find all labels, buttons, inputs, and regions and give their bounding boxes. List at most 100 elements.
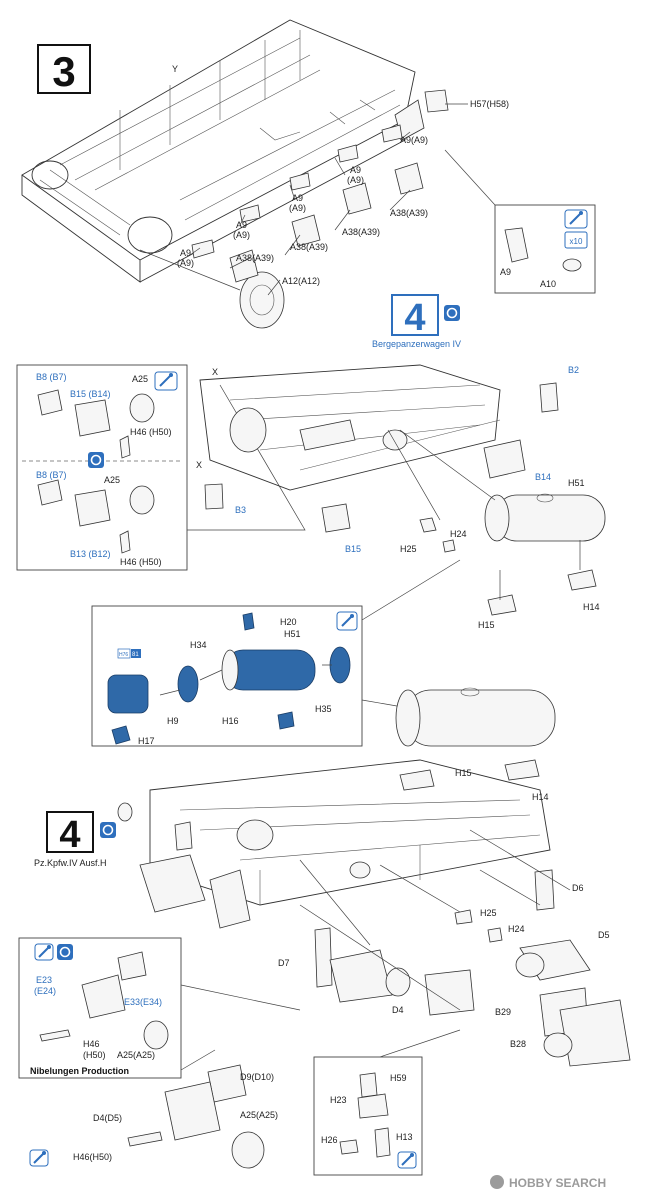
label-D6: D6 [572,883,584,893]
label-A9-4: A9 [236,220,247,230]
glue-icon [34,943,54,961]
label-H24: H24 [450,529,467,539]
label-H25b: H25 [480,908,497,918]
step-4a-badge: 4 Bergepanzerwagen IV [372,294,461,349]
label-H34: H34 [190,640,207,650]
glue-icon [397,1151,417,1169]
label-inset-A9: A9 [500,267,511,277]
count-icon: x10 [564,231,588,249]
label-D4: D4 [392,1005,404,1015]
nibelungen-label: Nibelungen Production [30,1066,129,1076]
muffler-detail-inset: H76 81 H20 H34 H51 H35 H9 H17 H16 [91,559,461,747]
label-A9-2: A9 [350,165,361,175]
step-4b-caption: Pz.Kpfw.IV Ausf.H [34,858,107,868]
label-H50c: (H50) [83,1050,106,1060]
bottom-left-inset-box [18,937,182,1079]
glue-icon [29,1149,49,1167]
label-H9: H9 [167,716,179,726]
option-icon [100,822,116,838]
label-A38-3: A38(A39) [290,242,328,252]
label-B29: B29 [495,1007,511,1017]
step-3-leaders [139,103,496,296]
label-H46a: H46 (H50) [130,427,172,437]
svg-text:x10: x10 [570,237,583,246]
suspension-parts [191,89,449,329]
label-Y: Y [172,64,178,74]
label-A25a: A25 [132,374,148,384]
option-icon [444,305,460,321]
label-D9: D9(D10) [240,1072,274,1082]
hull-drawing [21,19,416,283]
label-H14b: H14 [532,792,549,802]
label-B15a: B15 (B14) [70,389,111,399]
step-4a-number-box [391,294,439,336]
label-A9-4b: (A9) [233,230,250,240]
label-H13: H13 [396,1132,413,1142]
label-A9-2b: (A9) [347,175,364,185]
muffler-4a [484,493,606,542]
label-E23: E23 [36,975,52,985]
label-H51: H51 [568,478,585,488]
label-B3: B3 [235,505,246,515]
label-B15: B15 [345,544,361,554]
label-H15b: H15 [455,768,472,778]
logo-icon [490,1175,504,1189]
label-H15: H15 [478,620,495,630]
label-H20: H20 [280,617,297,627]
option-icon [88,452,104,468]
label-B28: B28 [510,1039,526,1049]
label-X: X [212,367,218,377]
label-H59: H59 [390,1073,407,1083]
label-A38-1: A38(A39) [390,208,428,218]
glue-icon [564,209,588,229]
label-A9-1: A9(A9) [400,135,428,145]
label-A9-5: A9 [180,248,191,258]
bottom-right-inset-box [313,1056,423,1176]
blue-cylinder-H9 [107,674,149,714]
watermark: HOBBY SEARCH [490,1175,606,1190]
label-H35: H35 [315,704,332,714]
glue-icon [154,371,178,391]
label-A25b: A25 [104,475,120,485]
label-A25c: A25(A25) [117,1050,155,1060]
label-A38-4: A38(A39) [236,253,274,263]
label-A9-3b: (A9) [289,203,306,213]
label-D7: D7 [278,958,290,968]
blue-cylinder-H51 [224,649,316,691]
label-D4D5: D4(D5) [93,1113,122,1123]
label-A25d: A25(A25) [240,1110,278,1120]
step-4b-number-box [46,811,94,853]
label-H26: H26 [321,1135,338,1145]
muffler-4b [395,687,556,791]
sprue-tag: H76 [119,652,128,658]
chassis-drawing-4b [117,759,551,929]
step-4b-section: 4 Pz.Kpfw.IV Ausf.H H15 H14 D6 [18,687,631,1176]
glue-icon [336,611,358,631]
label-B8a: B8 (B7) [36,372,67,382]
label-A9-3: A9 [292,193,303,203]
label-H25: H25 [400,544,417,554]
label-H51b: H51 [284,629,301,639]
label-B14: B14 [535,472,551,482]
label-B8b: B8 (B7) [36,470,67,480]
label-H46b: H46 (H50) [120,557,162,567]
label-H57: H57(H58) [470,99,509,109]
inset-box [494,204,596,294]
label-H23: H23 [330,1095,347,1105]
label-H46c: H46 [83,1039,100,1049]
label-H14: H14 [583,602,600,612]
left-inset-box [16,364,188,571]
label-A9-5b: (A9) [177,258,194,268]
sprue-tag-2: 81 [132,652,139,658]
label-X2: X [196,460,202,470]
label-A38-2: A38(A39) [342,227,380,237]
label-E24: (E24) [34,986,56,996]
label-D5: D5 [598,930,610,940]
step-4a-number: 4 [404,297,425,339]
step-4a-caption: Bergepanzerwagen IV [372,339,461,349]
inset-a9-a10: x10 A9 A10 [494,204,596,294]
label-H24b: H24 [508,924,525,934]
muffler-inset-box [91,605,363,747]
step-4a-section: B8 (B7) A25 B15 (B14) H46 (H50) B8 (B7) … [16,364,606,630]
